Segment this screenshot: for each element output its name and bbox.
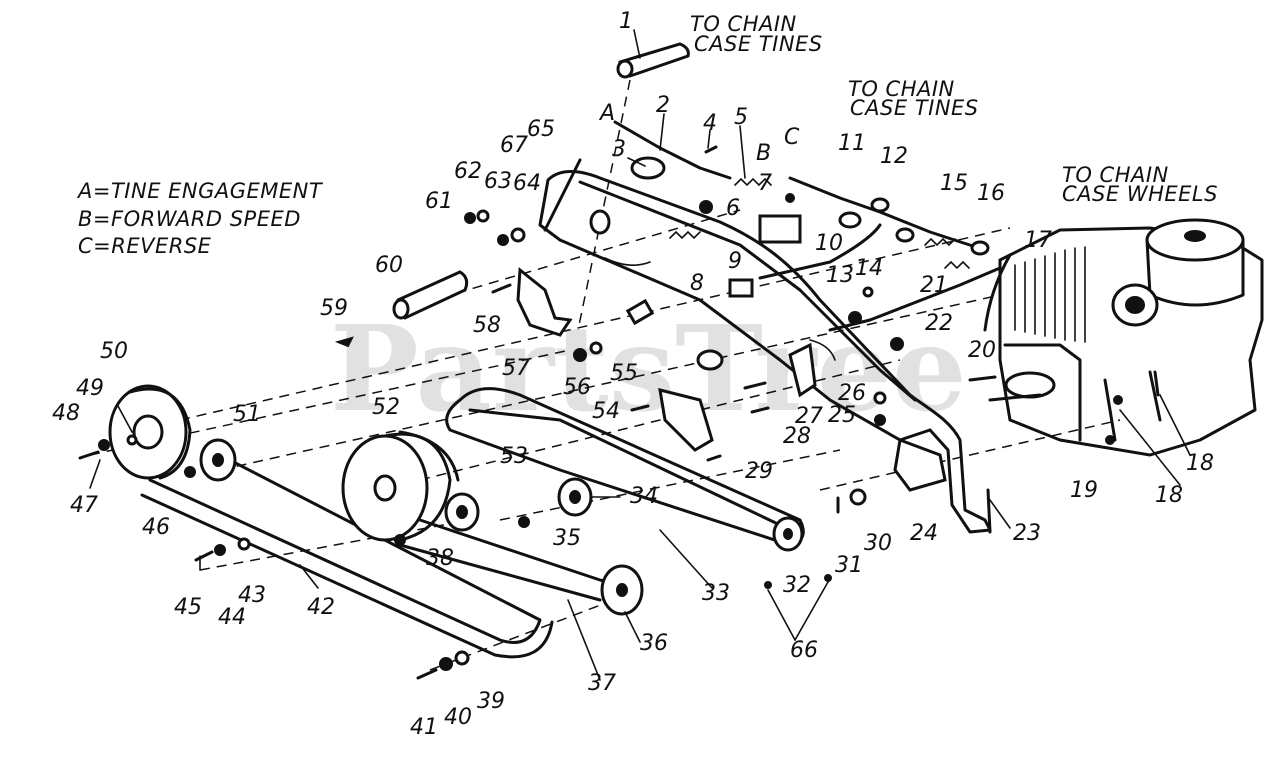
legend: A=TINE ENGAGEMENT B=FORWARD SPEED C=REVE… (76, 179, 324, 258)
callout-part-46: 46 (142, 515, 170, 540)
callout-part-63: 63 (484, 169, 512, 194)
legend-tine-engagement: A=TINE ENGAGEMENT (76, 179, 324, 203)
callout-part-7: 7 (758, 171, 772, 196)
callout-part-9: 9 (728, 249, 742, 274)
belt-drive (108, 384, 805, 659)
callout-part-18b: 18 (1155, 483, 1183, 508)
callout-part-60: 60 (375, 253, 403, 278)
legend-forward-speed: B=FORWARD SPEED (78, 207, 301, 231)
callout-part-22: 22 (925, 311, 953, 336)
callout-part-61: 61 (425, 189, 453, 214)
callout-part-12: 12 (880, 144, 908, 169)
mounting-brackets (516, 267, 947, 492)
callout-part-43: 43 (238, 583, 266, 608)
callout-part-56: 56 (563, 375, 591, 400)
cable-letter-b: B (756, 141, 771, 166)
callout-part-41: 41 (410, 715, 438, 740)
callout-part-45: 45 (174, 595, 202, 620)
callout-part-51: 51 (233, 402, 261, 427)
callout-part-10: 10 (815, 231, 843, 256)
leader-lines (89, 29, 1191, 681)
callout-part-44: 44 (218, 605, 246, 630)
callout-part-23: 23 (1013, 521, 1041, 546)
callout-part-18a: 18 (1186, 451, 1214, 476)
callout-part-4: 4 (703, 111, 717, 136)
control-cables (543, 120, 1012, 332)
callout-part-29: 29 (745, 459, 773, 484)
callout-part-1: 1 (619, 9, 633, 34)
callout-part-53: 53 (500, 444, 528, 469)
frame-bracket (538, 170, 992, 534)
callout-part-35: 35 (553, 526, 581, 551)
callout-part-16: 16 (977, 181, 1005, 206)
callout-part-50: 50 (100, 339, 128, 364)
destination-notes: TO CHAIN CASE TINES TO CHAIN CASE TINES … (690, 12, 1218, 206)
callout-part-25: 25 (828, 403, 856, 428)
callout-part-17: 17 (1024, 228, 1052, 253)
hardware (78, 145, 1160, 680)
callout-part-38: 38 (426, 546, 454, 571)
callout-part-64: 64 (513, 171, 541, 196)
callout-part-34: 34 (630, 484, 658, 509)
callout-part-27: 27 (795, 404, 823, 429)
legend-reverse: C=REVERSE (78, 234, 212, 258)
callout-part-6: 6 (726, 196, 740, 221)
callout-part-57: 57 (502, 356, 530, 381)
note-to-chain-case-tines-mid-line2: CASE TINES (850, 96, 979, 120)
callout-part-5: 5 (734, 105, 748, 130)
callout-part-36: 36 (640, 631, 668, 656)
callout-part-39: 39 (477, 689, 505, 714)
note-to-chain-case-wheels-line2: CASE WHEELS (1062, 182, 1218, 206)
note-to-chain-case-tines-top-line2: CASE TINES (694, 32, 823, 56)
callout-part-33: 33 (702, 581, 730, 606)
cable-letter-a: A (598, 101, 615, 126)
callout-part-3: 3 (612, 137, 626, 162)
callout-part-14: 14 (855, 256, 883, 281)
callout-part-47: 47 (70, 493, 98, 518)
part-callouts: 1 2 3 4 5 6 7 8 9 10 11 12 13 14 15 16 1… (52, 9, 1214, 740)
callout-part-55: 55 (610, 361, 638, 386)
callout-part-62: 62 (454, 159, 482, 184)
note-to-chain-case-wheels-line1: TO CHAIN (1062, 163, 1169, 187)
callout-part-2: 2 (656, 93, 670, 118)
callout-part-48: 48 (52, 401, 80, 426)
callout-part-30: 30 (864, 531, 892, 556)
callout-part-66a: 66 (790, 638, 818, 663)
callout-part-11: 11 (838, 131, 866, 156)
callout-part-40: 40 (444, 705, 472, 730)
callout-part-24: 24 (910, 521, 938, 546)
callout-part-8: 8 (690, 271, 704, 296)
callout-part-28: 28 (783, 424, 811, 449)
callout-part-42: 42 (307, 595, 335, 620)
callout-part-58: 58 (473, 313, 501, 338)
engine (988, 218, 1264, 457)
callout-part-31: 31 (835, 553, 863, 578)
callout-part-21: 21 (920, 273, 948, 298)
tubes (392, 42, 690, 320)
callout-part-52: 52 (372, 395, 400, 420)
note-to-chain-case-tines-mid-line1: TO CHAIN (848, 77, 955, 101)
callout-part-59: 59 (320, 296, 348, 321)
callout-part-26: 26 (838, 381, 866, 406)
callout-part-37: 37 (588, 671, 616, 696)
callout-part-54: 54 (592, 399, 620, 424)
callout-part-67: 67 (500, 133, 528, 158)
callout-part-32: 32 (783, 573, 811, 598)
cable-letter-c: C (784, 125, 800, 150)
callout-part-49: 49 (76, 376, 104, 401)
callout-part-19: 19 (1070, 478, 1098, 503)
callout-part-13: 13 (826, 263, 854, 288)
note-to-chain-case-tines-top-line1: TO CHAIN (690, 12, 797, 36)
callout-part-15: 15 (940, 171, 968, 196)
callout-part-20: 20 (968, 338, 996, 363)
callout-part-65: 65 (527, 117, 555, 142)
